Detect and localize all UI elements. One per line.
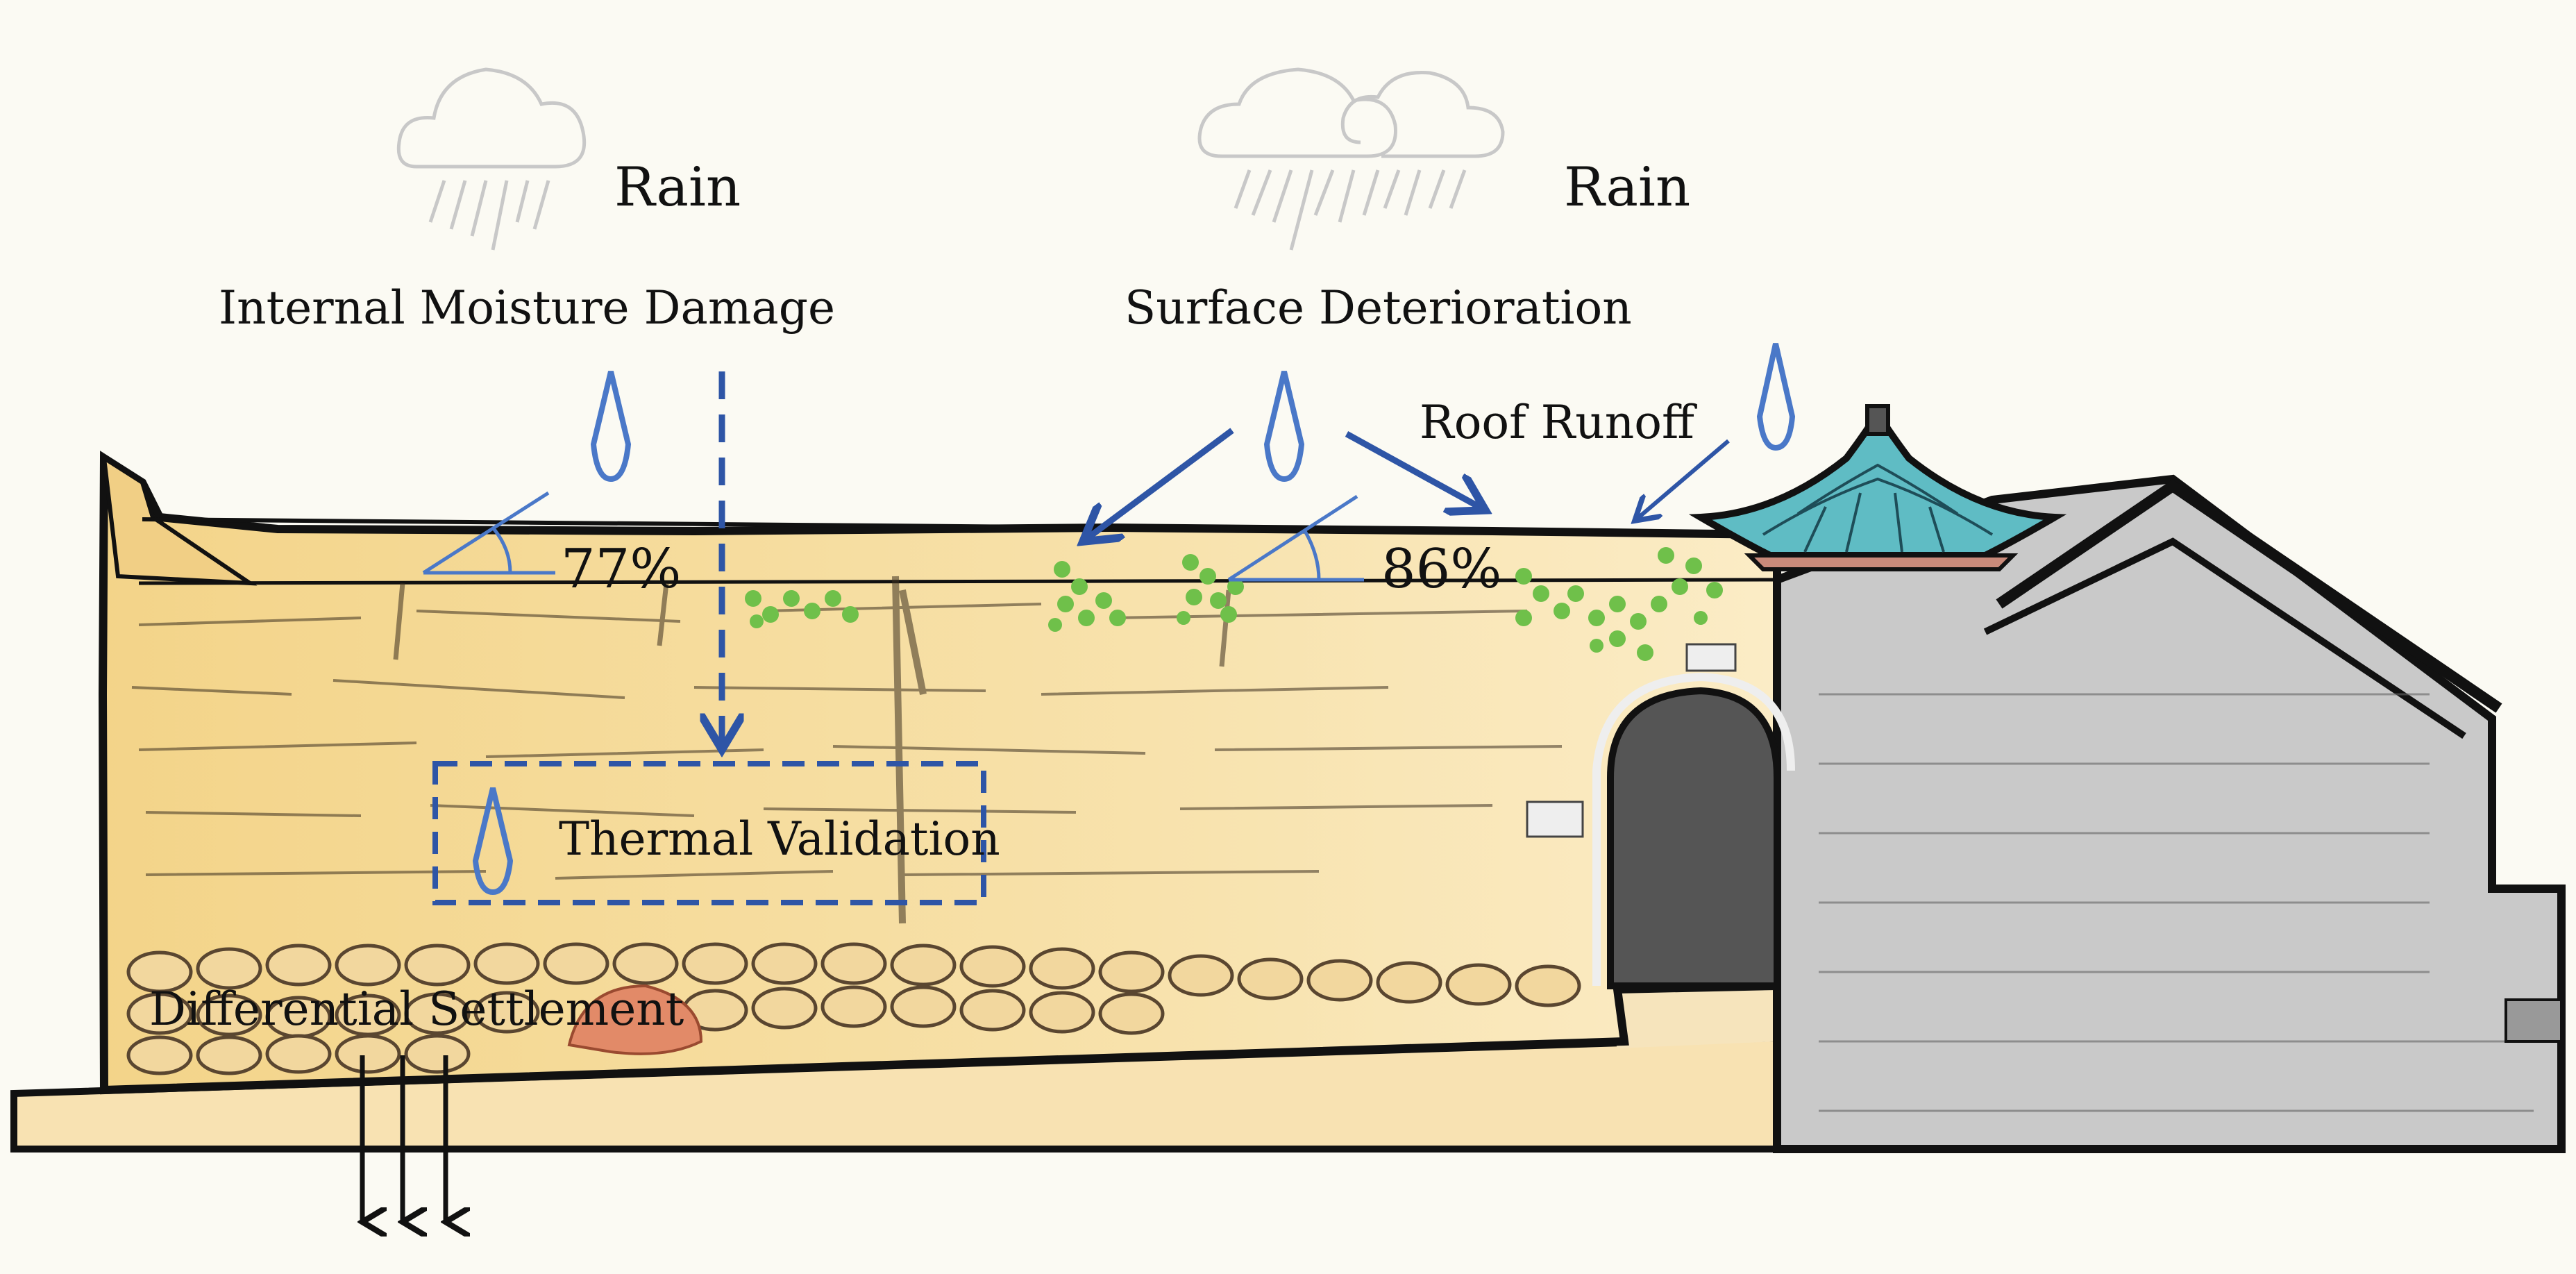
thermal-validation-label: Thermal Validation [559, 812, 1000, 866]
angle-right-value: 86% [1381, 538, 1502, 601]
internal-moisture-label: Internal Moisture Damage [219, 281, 836, 335]
differential-settlement-label: Differential Settlement [149, 982, 684, 1036]
roof-runoff-label: Roof Runoff [1420, 396, 1694, 449]
cloud-left-icon [396, 67, 587, 251]
roof-runoff-arrow [1635, 439, 1730, 521]
flow-arrows [722, 371, 1730, 750]
settlement-arrows [362, 1055, 446, 1222]
rain-label-left: Rain [614, 156, 741, 219]
surface-deterioration-label: Surface Deterioration [1125, 281, 1632, 335]
pagoda-roof [1688, 404, 2067, 571]
water-drop-icon [1756, 343, 1796, 451]
settlement-patch [567, 984, 703, 1055]
rain-label-right: Rain [1564, 156, 1691, 219]
water-drop-icon [590, 371, 632, 483]
thermal-validation-box [432, 761, 986, 905]
surface-arrow-left [1083, 428, 1234, 542]
cloud-right-icon [1197, 67, 1505, 251]
angle-indicator-left [422, 491, 555, 575]
rammed-earth-wall [98, 451, 1781, 1095]
angle-indicator-right [1227, 494, 1364, 582]
water-drop-icon [1263, 371, 1305, 483]
water-drop-icons [472, 343, 1796, 896]
moss-patches [745, 547, 1723, 661]
arched-doorway [1607, 687, 1781, 989]
gatehouse-building [1526, 474, 2566, 1153]
surface-arrow-right [1345, 431, 1485, 510]
water-drop-icon [472, 787, 514, 896]
angle-left-value: 77% [561, 538, 682, 601]
stone-foundation [126, 942, 1581, 1075]
